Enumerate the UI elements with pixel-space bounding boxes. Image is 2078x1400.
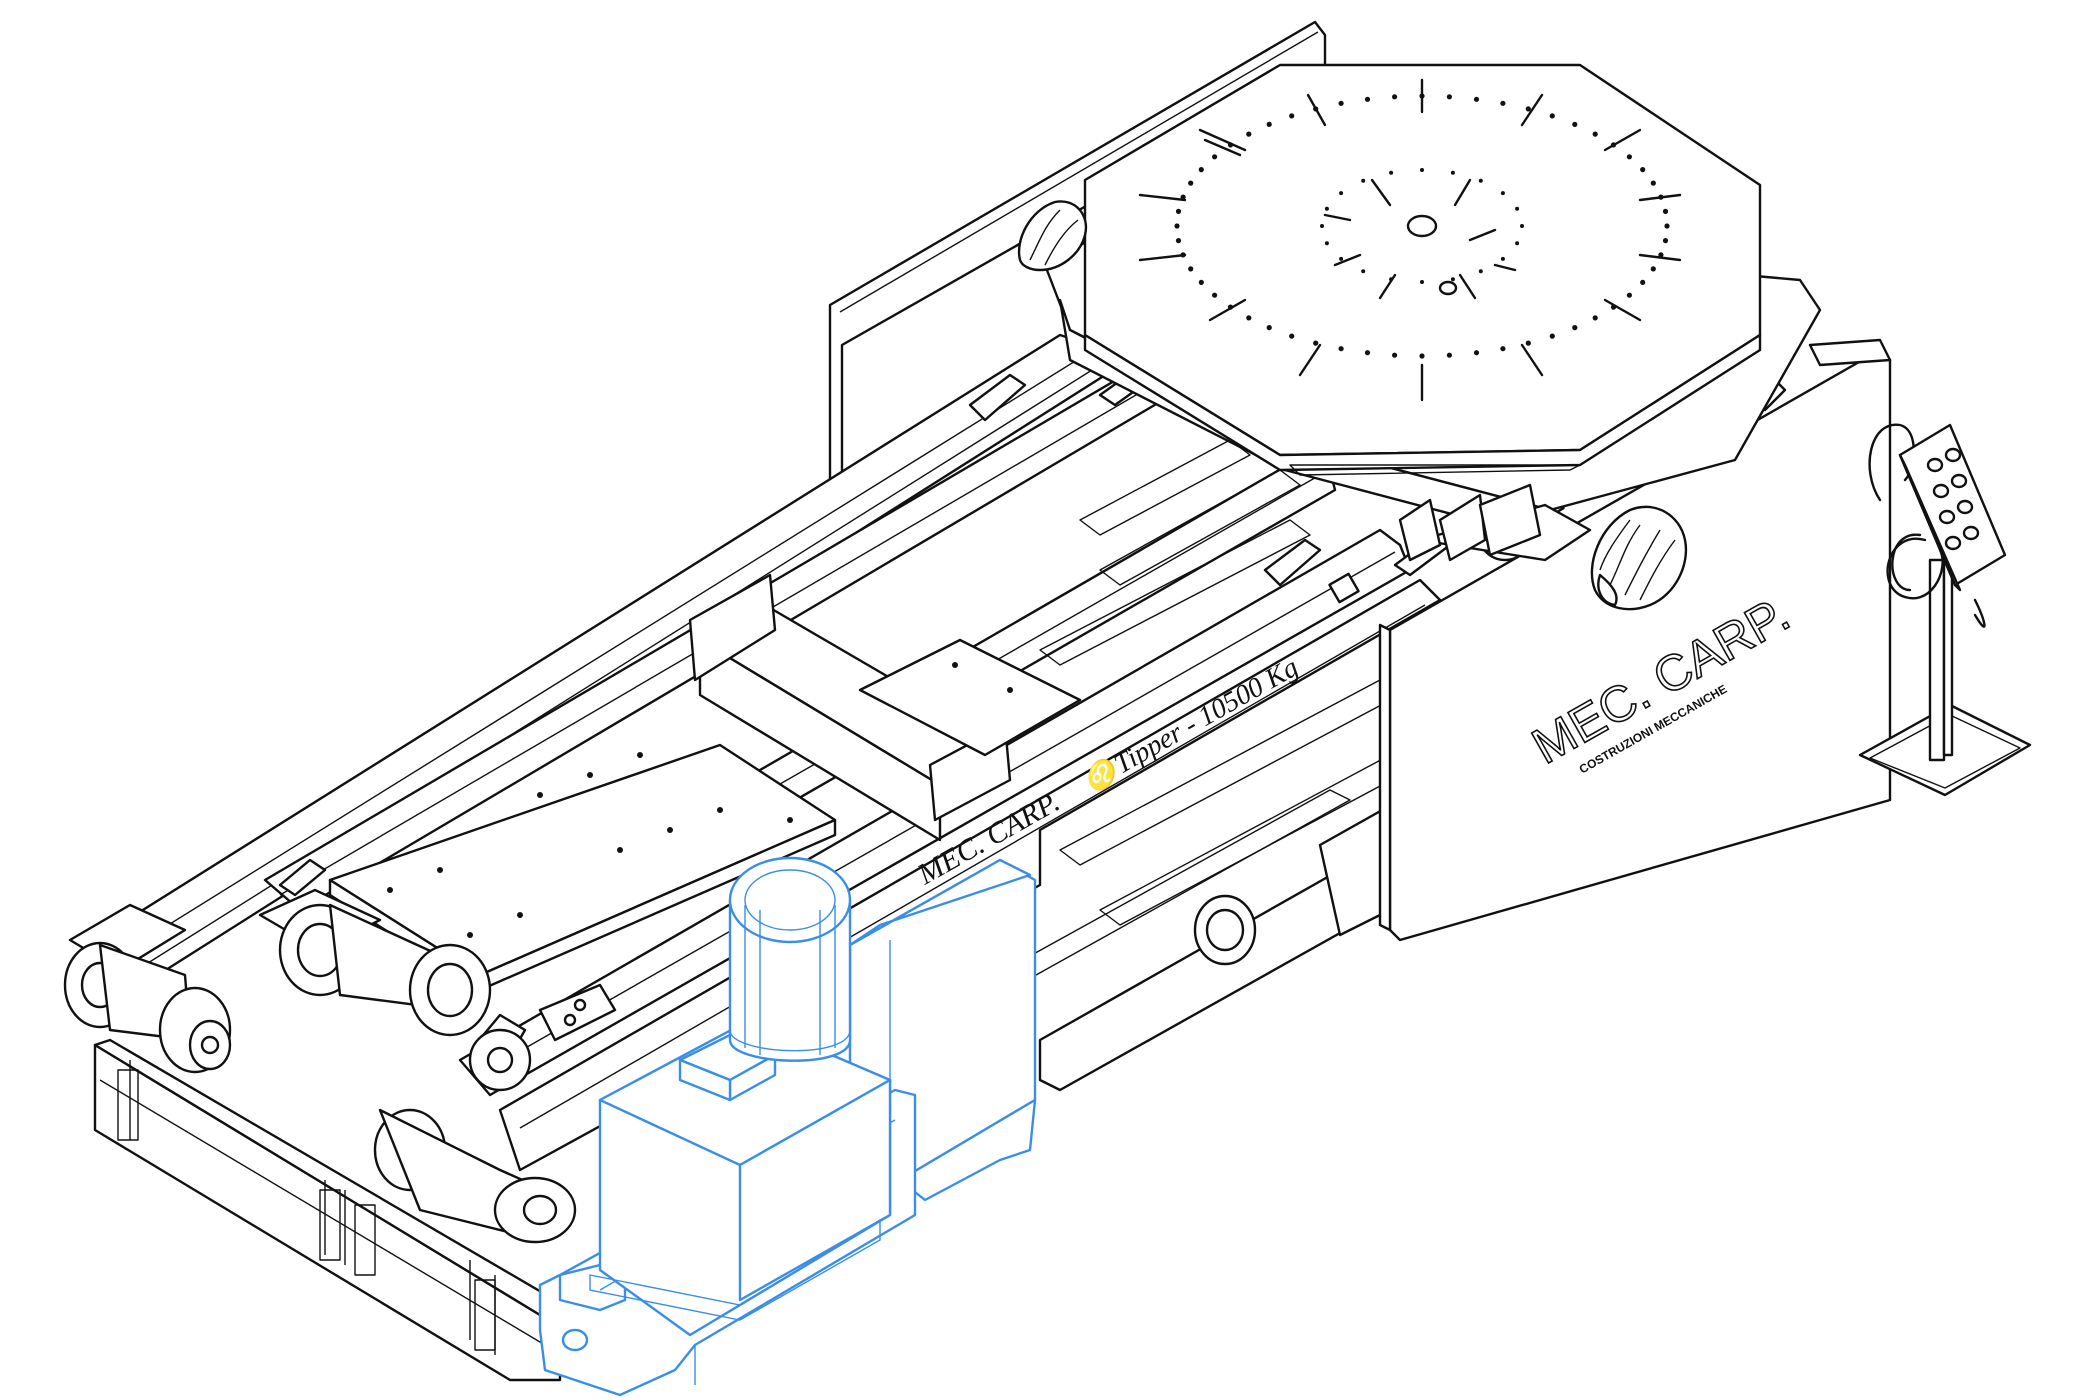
table-hole bbox=[1227, 304, 1234, 310]
table-hole bbox=[1389, 170, 1394, 175]
table-hole bbox=[1188, 180, 1194, 186]
table-hole bbox=[1500, 256, 1505, 261]
table-hole bbox=[1525, 340, 1531, 346]
pendant-button[interactable] bbox=[1932, 483, 1950, 499]
pendant-button[interactable] bbox=[1944, 447, 1962, 463]
table-hole bbox=[1640, 167, 1646, 173]
table-hole bbox=[1592, 131, 1598, 137]
table-hole bbox=[1364, 350, 1371, 356]
table-hole bbox=[1610, 142, 1617, 148]
rotary-table-top bbox=[1083, 63, 1762, 476]
table-hole bbox=[1450, 170, 1455, 175]
table-hole bbox=[1198, 167, 1204, 173]
table-center bbox=[1323, 178, 1517, 300]
table-hole bbox=[1446, 352, 1452, 358]
pendant-button[interactable] bbox=[1950, 473, 1968, 489]
table-hole bbox=[1658, 252, 1664, 258]
table-hole bbox=[1392, 352, 1398, 358]
table-hole bbox=[1324, 206, 1329, 211]
table-hole bbox=[1339, 191, 1344, 196]
table-hole bbox=[1338, 346, 1344, 352]
table-hole bbox=[1592, 315, 1598, 321]
table-hole bbox=[1500, 100, 1506, 106]
table-hole bbox=[1549, 333, 1555, 339]
table-hole bbox=[1324, 241, 1329, 246]
table-hole bbox=[1266, 325, 1272, 331]
table-hole bbox=[1572, 325, 1578, 331]
table-hole bbox=[1289, 113, 1295, 119]
pendant-control[interactable] bbox=[1898, 423, 2007, 592]
table-hole bbox=[1610, 304, 1617, 310]
table-hole bbox=[1246, 131, 1252, 137]
pendant-button[interactable] bbox=[1962, 525, 1980, 541]
table-hole bbox=[1515, 241, 1520, 246]
table-slots bbox=[1138, 78, 1682, 402]
hydraulic-power-unit[interactable] bbox=[538, 856, 1037, 1397]
pendant-button[interactable] bbox=[1944, 535, 1962, 551]
table-hole bbox=[1419, 93, 1425, 99]
table-holes bbox=[1174, 93, 1670, 359]
table-hole bbox=[1420, 280, 1424, 284]
table-hole bbox=[1626, 154, 1632, 160]
table-hole bbox=[1212, 292, 1218, 298]
table-hole bbox=[1313, 340, 1319, 346]
rear-plate bbox=[858, 638, 1082, 757]
table-hole bbox=[1339, 256, 1344, 261]
table-hole bbox=[1473, 96, 1480, 102]
table-hole bbox=[1419, 353, 1425, 359]
table-hole bbox=[1572, 121, 1578, 127]
table-hole bbox=[1289, 333, 1295, 339]
table-hole bbox=[1227, 142, 1234, 148]
table-hole bbox=[1175, 238, 1182, 244]
table-hole bbox=[1313, 106, 1319, 112]
cross-beam bbox=[688, 573, 1012, 842]
table-hole bbox=[1364, 96, 1371, 102]
table-hole bbox=[1188, 266, 1194, 272]
end-panel bbox=[1378, 338, 1892, 942]
table-hole bbox=[1320, 224, 1324, 228]
pendant-button[interactable] bbox=[1926, 457, 1944, 473]
table-hole bbox=[1180, 252, 1186, 258]
lion-head-icon bbox=[1590, 505, 1688, 611]
table-hole bbox=[1338, 100, 1344, 106]
table-hole bbox=[1662, 208, 1669, 214]
table-hole bbox=[1662, 238, 1669, 244]
table-hole bbox=[1500, 191, 1505, 196]
table-hole bbox=[1664, 223, 1670, 229]
table-hole bbox=[1478, 178, 1483, 183]
table-hole bbox=[1174, 223, 1180, 229]
table-hole bbox=[1478, 269, 1483, 274]
table-hole bbox=[1361, 269, 1366, 274]
base-frame bbox=[93, 1038, 562, 1382]
table-hole bbox=[1520, 224, 1524, 228]
table-hole bbox=[1515, 206, 1520, 211]
table-hole bbox=[1650, 180, 1656, 186]
table-hole bbox=[1361, 178, 1366, 183]
table-hole bbox=[1212, 154, 1218, 160]
table-hole bbox=[1640, 279, 1646, 285]
table-hole bbox=[1392, 94, 1398, 100]
table-hole bbox=[1420, 168, 1424, 172]
lion-head-icon bbox=[1017, 200, 1088, 272]
table-hole bbox=[1246, 315, 1252, 321]
table-hole bbox=[1650, 266, 1656, 272]
table-hole bbox=[1525, 106, 1531, 112]
table-hole bbox=[1549, 113, 1555, 119]
table-hole bbox=[1180, 194, 1186, 200]
hinge-assembly bbox=[63, 888, 617, 1244]
table-hole bbox=[1500, 346, 1506, 352]
table-hole bbox=[1198, 279, 1204, 285]
pendant-button[interactable] bbox=[1938, 509, 1956, 525]
table-hole bbox=[1626, 292, 1632, 298]
table-hole bbox=[1473, 350, 1480, 356]
table-hole bbox=[1446, 94, 1452, 100]
table-hole bbox=[1175, 208, 1182, 214]
table-hole bbox=[1266, 121, 1272, 127]
pendant-button[interactable] bbox=[1956, 499, 1974, 515]
table-hole bbox=[1450, 277, 1455, 282]
table-hole bbox=[1658, 194, 1664, 200]
